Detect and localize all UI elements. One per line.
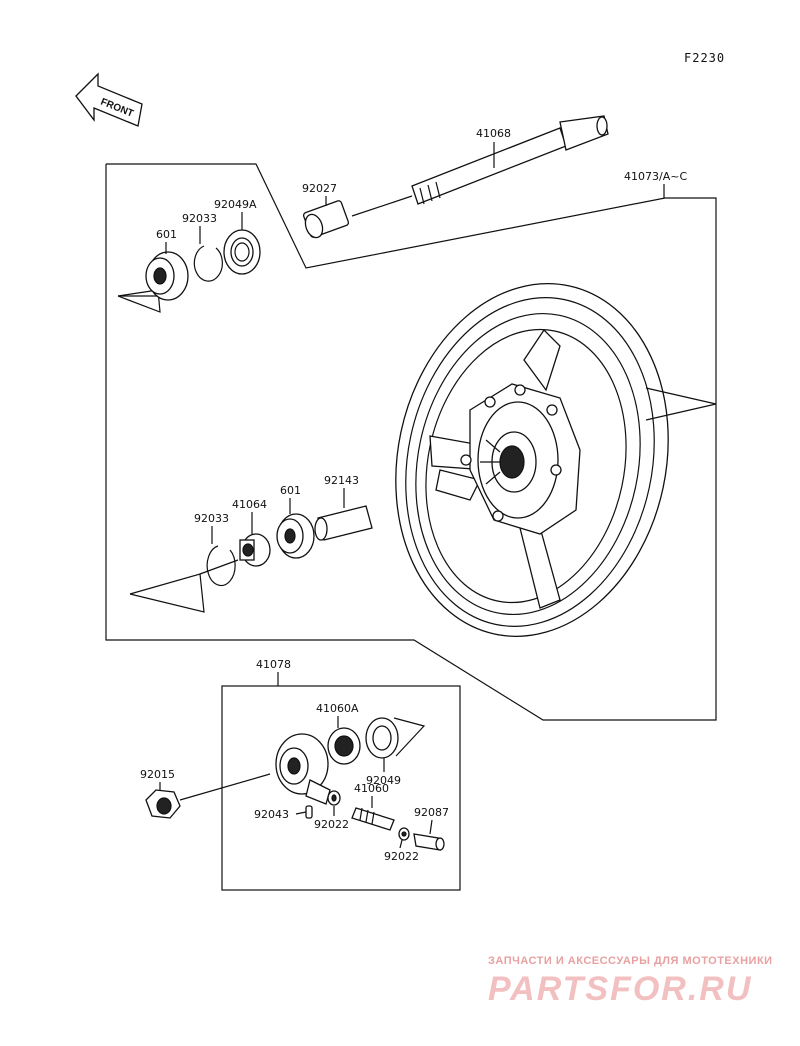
circlip-92033-top xyxy=(193,245,223,282)
circlip-92033-mid xyxy=(206,545,236,587)
wheel-41073 xyxy=(395,283,669,637)
leader-92087 xyxy=(429,819,433,835)
leader-92043 xyxy=(295,811,307,815)
washer-92022-b xyxy=(398,827,410,841)
gear-41060a xyxy=(327,727,361,765)
seal-92049a xyxy=(223,229,261,275)
front-arrow-icon: FRONT xyxy=(75,72,143,127)
seal-guide xyxy=(393,717,426,757)
label-41068: 41068 xyxy=(476,127,511,140)
axis-line-nut xyxy=(179,773,271,801)
label-92022-b: 92022 xyxy=(384,850,419,863)
gearbox-housing xyxy=(275,733,331,805)
washer-92022-a xyxy=(327,790,341,806)
label-92043: 92043 xyxy=(254,808,289,821)
label-92015: 92015 xyxy=(140,768,175,781)
seal-92049 xyxy=(365,717,399,759)
guide-line-mid xyxy=(199,559,239,575)
coupling-41064 xyxy=(239,533,271,567)
label-92049a: 92049A xyxy=(214,198,257,211)
pin-92043 xyxy=(305,805,313,819)
bearing-guide-mid xyxy=(129,573,205,613)
bearing-guide-top xyxy=(117,289,161,313)
leader-92022-b xyxy=(399,839,403,849)
spacer-92027 xyxy=(302,200,350,239)
watermark-brand: PARTSFOR.RU xyxy=(488,970,752,1008)
label-41073: 41073/A~C xyxy=(624,170,687,183)
label-41060a: 41060A xyxy=(316,702,359,715)
diagram-code: F2230 xyxy=(684,51,725,65)
bearing-601-mid xyxy=(276,513,315,559)
spacer-92143 xyxy=(314,505,373,541)
label-601-top: 601 xyxy=(156,228,177,241)
label-92143: 92143 xyxy=(324,474,359,487)
label-41064: 41064 xyxy=(232,498,267,511)
watermark-tagline: ЗАПЧАСТИ И АКСЕССУАРЫ ДЛЯ МОТОТЕХНИКИ xyxy=(488,955,773,967)
wheel-bracket-outline xyxy=(105,163,717,721)
label-92087: 92087 xyxy=(414,806,449,819)
nut-92015 xyxy=(145,789,181,819)
label-92022-a: 92022 xyxy=(314,818,349,831)
label-92049: 92049 xyxy=(366,774,401,787)
axle-41068 xyxy=(351,115,609,217)
bushing-92087 xyxy=(413,833,445,851)
bearing-601-top xyxy=(145,251,189,301)
label-92033-mid: 92033 xyxy=(194,512,229,525)
gearbox-bracket xyxy=(221,685,461,891)
label-601-mid: 601 xyxy=(280,484,301,497)
hub-guide-right xyxy=(645,387,717,421)
label-92033-top: 92033 xyxy=(182,212,217,225)
label-41078: 41078 xyxy=(256,658,291,671)
label-92027: 92027 xyxy=(302,182,337,195)
gear-41060 xyxy=(351,807,395,831)
label-41060: 41060 xyxy=(354,782,389,795)
